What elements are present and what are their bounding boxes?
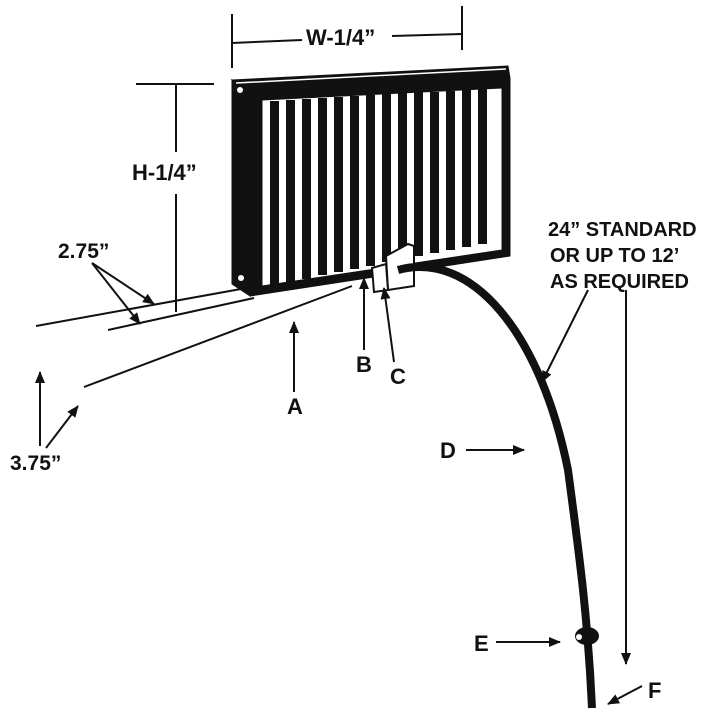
label-b: B	[356, 352, 372, 377]
label-e: E	[474, 631, 489, 656]
length-note-line3: AS REQUIRED	[550, 271, 689, 293]
width-dimension-label: W-1/4”	[306, 25, 375, 50]
label-f: F	[648, 678, 661, 703]
offset-2-75-label: 2.75”	[58, 240, 109, 263]
capillary-tube	[396, 262, 596, 709]
length-note-line1: 24” STANDARD	[548, 219, 697, 241]
tube-clip	[575, 627, 599, 645]
dimension-lines	[35, 6, 463, 388]
label-d: D	[440, 438, 456, 463]
grille-louvers	[270, 89, 487, 285]
label-c: C	[390, 364, 406, 389]
length-note-line2: OR UP TO 12’	[550, 245, 679, 267]
height-dimension-label: H-1/4”	[132, 160, 197, 185]
leader-arrows	[35, 262, 643, 705]
offset-3-75-label: 3.75”	[10, 452, 61, 475]
labels: W-1/4” H-1/4” 2.75” 3.75” A B C D E F 24…	[10, 25, 697, 703]
label-a: A	[287, 394, 303, 419]
